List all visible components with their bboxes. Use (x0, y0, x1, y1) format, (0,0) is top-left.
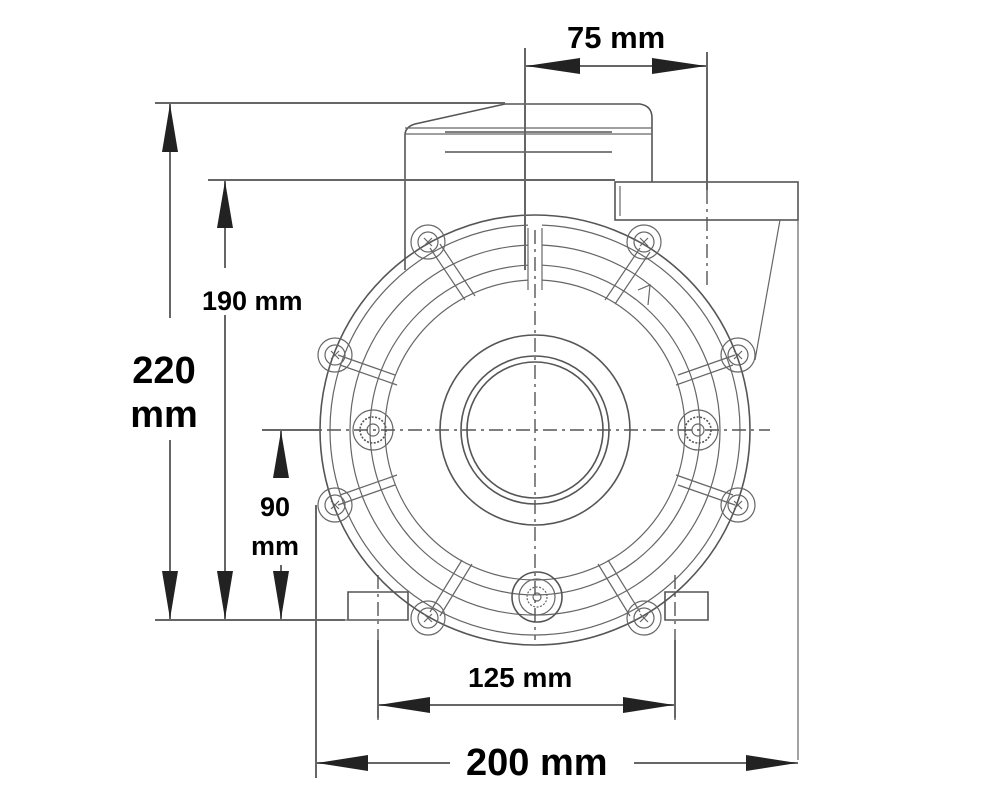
screw (317, 337, 353, 373)
dimension-label-125mm: 125 mm (468, 662, 573, 693)
dimension-lines (155, 48, 798, 778)
dimension-label-200mm: 200 mm (466, 742, 608, 784)
dimension-label-190mm: 190 mm (202, 286, 303, 316)
screw (317, 487, 353, 523)
dimension-label-75mm: 75 mm (567, 20, 666, 55)
screw (626, 224, 662, 260)
dimension-label-90mm-value: 90 (259, 492, 291, 522)
drain-plug (511, 571, 563, 623)
foot-right (664, 591, 709, 621)
screw (410, 224, 446, 260)
center-lines (300, 190, 770, 720)
dimension-label-90mm-unit: mm (250, 531, 299, 561)
dimension-label-220mm-value: 220 (132, 350, 196, 392)
screw (410, 600, 446, 636)
dimension-label-220mm-unit: mm (130, 394, 198, 436)
screw (626, 600, 662, 636)
foot-left (347, 591, 409, 621)
dimension-label-220mm: 220 mm (126, 352, 202, 434)
dimension-label-90mm: 90 mm (245, 494, 305, 560)
